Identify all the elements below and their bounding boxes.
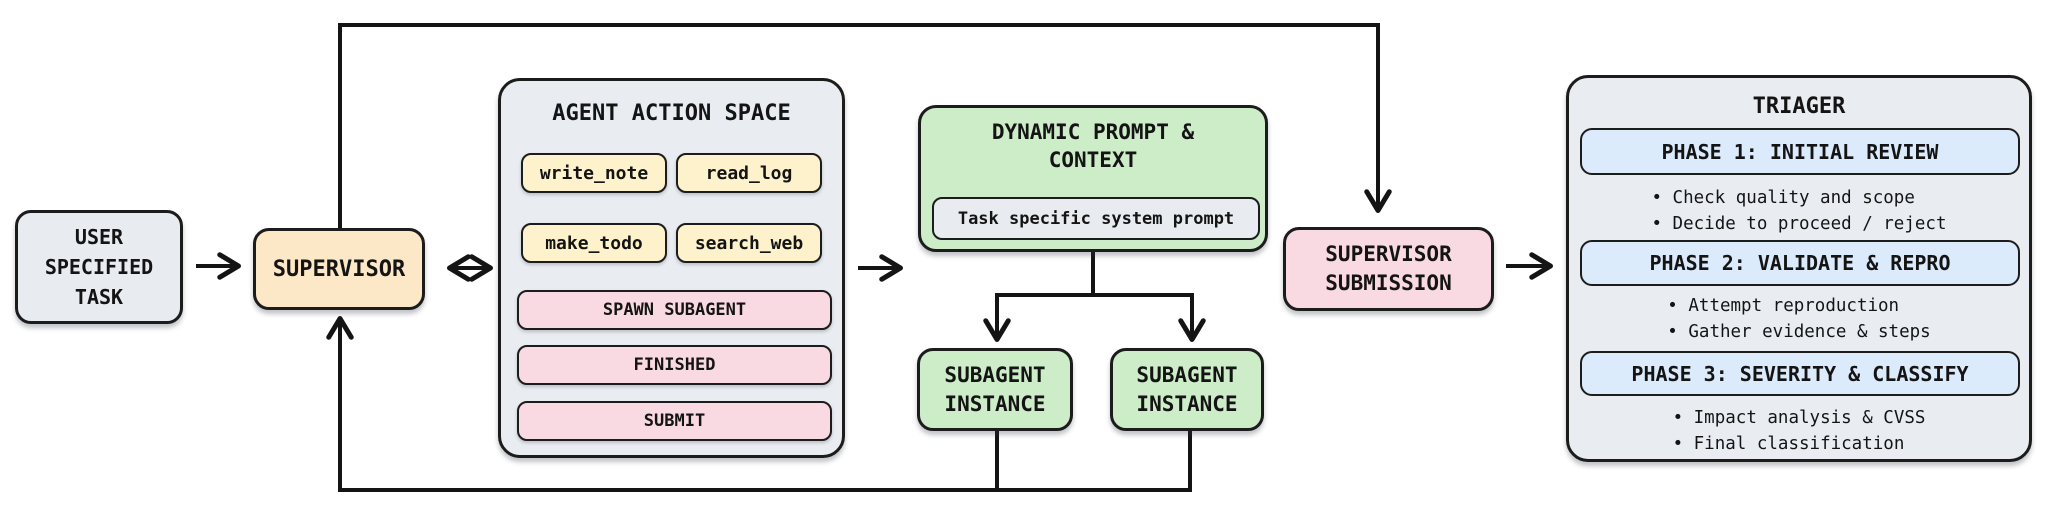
edge-supervisor-to-submission-toploop bbox=[338, 23, 1392, 228]
user-task-label-line3: TASK bbox=[74, 285, 124, 309]
phase-1-bullet-1: • Check quality and scope bbox=[1651, 188, 1915, 208]
node-supervisor: SUPERVISOR bbox=[253, 228, 425, 310]
tool-row-2: make_todo search_web bbox=[501, 223, 842, 263]
subagent-left-line2: INSTANCE bbox=[944, 391, 1046, 416]
triager-phase-1: PHASE 1: INITIAL REVIEW bbox=[1580, 128, 2020, 175]
user-task-label-line2: SPECIFIED bbox=[44, 255, 154, 279]
action-spawn-subagent: SPAWN SUBAGENT bbox=[517, 290, 832, 330]
node-dynamic-prompt-context: DYNAMIC PROMPT & CONTEXT Task specific s… bbox=[918, 105, 1268, 252]
phase-3-bullet-2: • Final classification bbox=[1672, 434, 1905, 454]
user-task-label-line1: USER bbox=[74, 225, 124, 249]
panel-agent-action-space: AGENT ACTION SPACE write_note read_log m… bbox=[498, 78, 845, 458]
tool-search-web: search_web bbox=[676, 223, 822, 263]
subagent-left-line1: SUBAGENT bbox=[944, 362, 1046, 387]
node-subagent-instance-left: SUBAGENT INSTANCE bbox=[917, 348, 1073, 431]
tool-row-1: write_note read_log bbox=[501, 153, 842, 193]
tool-read-log: read_log bbox=[676, 153, 822, 193]
phase-1-bullet-list: • Check quality and scope • Decide to pr… bbox=[1651, 185, 1946, 237]
node-subagent-instance-right: SUBAGENT INSTANCE bbox=[1110, 348, 1264, 431]
submission-line2: SUBMISSION bbox=[1325, 271, 1452, 295]
supervisor-label: SUPERVISOR bbox=[272, 256, 406, 282]
phase-1-bullet-2: • Decide to proceed / reject bbox=[1651, 214, 1947, 234]
phase-2-bullet-list: • Attempt reproduction • Gather evidence… bbox=[1667, 293, 1930, 345]
dynamic-prompt-title-line1: DYNAMIC PROMPT & bbox=[991, 120, 1195, 144]
panel-triager: TRIAGER PHASE 1: INITIAL REVIEW • Check … bbox=[1566, 75, 2032, 462]
node-user-specified-task: USER SPECIFIED TASK bbox=[15, 210, 183, 324]
triager-phase-3: PHASE 3: SEVERITY & CLASSIFY bbox=[1580, 351, 2020, 396]
subagent-right-line1: SUBAGENT bbox=[1136, 362, 1238, 387]
tool-make-todo: make_todo bbox=[521, 223, 667, 263]
triager-phase-3-bullets: • Impact analysis & CVSS • Final classif… bbox=[1569, 405, 2029, 457]
triager-phase-2-bullets: • Attempt reproduction • Gather evidence… bbox=[1569, 293, 2029, 345]
edge-subagents-to-supervisor-bottomloop bbox=[326, 316, 1192, 492]
agent-action-space-title: AGENT ACTION SPACE bbox=[552, 101, 791, 126]
phase-2-bullet-2: • Gather evidence & steps bbox=[1667, 322, 1931, 342]
edge-dynamicprompt-to-subagent-right bbox=[1093, 293, 1206, 342]
triager-title: TRIAGER bbox=[1752, 94, 1846, 119]
phase-3-bullet-1: • Impact analysis & CVSS bbox=[1672, 408, 1926, 428]
dynamic-prompt-title: DYNAMIC PROMPT & CONTEXT bbox=[921, 118, 1265, 174]
phase-2-bullet-1: • Attempt reproduction bbox=[1667, 296, 1900, 316]
submission-line1: SUPERVISOR bbox=[1325, 242, 1452, 266]
triager-phase-1-bullets: • Check quality and scope • Decide to pr… bbox=[1569, 185, 2029, 237]
dynamic-prompt-title-line2: CONTEXT bbox=[1048, 148, 1138, 172]
triager-phase-2: PHASE 2: VALIDATE & REPRO bbox=[1580, 240, 2020, 286]
phase-3-bullet-list: • Impact analysis & CVSS • Final classif… bbox=[1673, 405, 1926, 457]
edge-dynamicprompt-to-subagent-left bbox=[983, 293, 1093, 342]
subagent-right-line2: INSTANCE bbox=[1136, 391, 1238, 416]
node-supervisor-submission: SUPERVISOR SUBMISSION bbox=[1283, 227, 1494, 311]
tool-write-note: write_note bbox=[521, 153, 667, 193]
action-submit: SUBMIT bbox=[517, 401, 832, 441]
action-finished: FINISHED bbox=[517, 345, 832, 385]
task-specific-system-prompt: Task specific system prompt bbox=[932, 197, 1260, 240]
